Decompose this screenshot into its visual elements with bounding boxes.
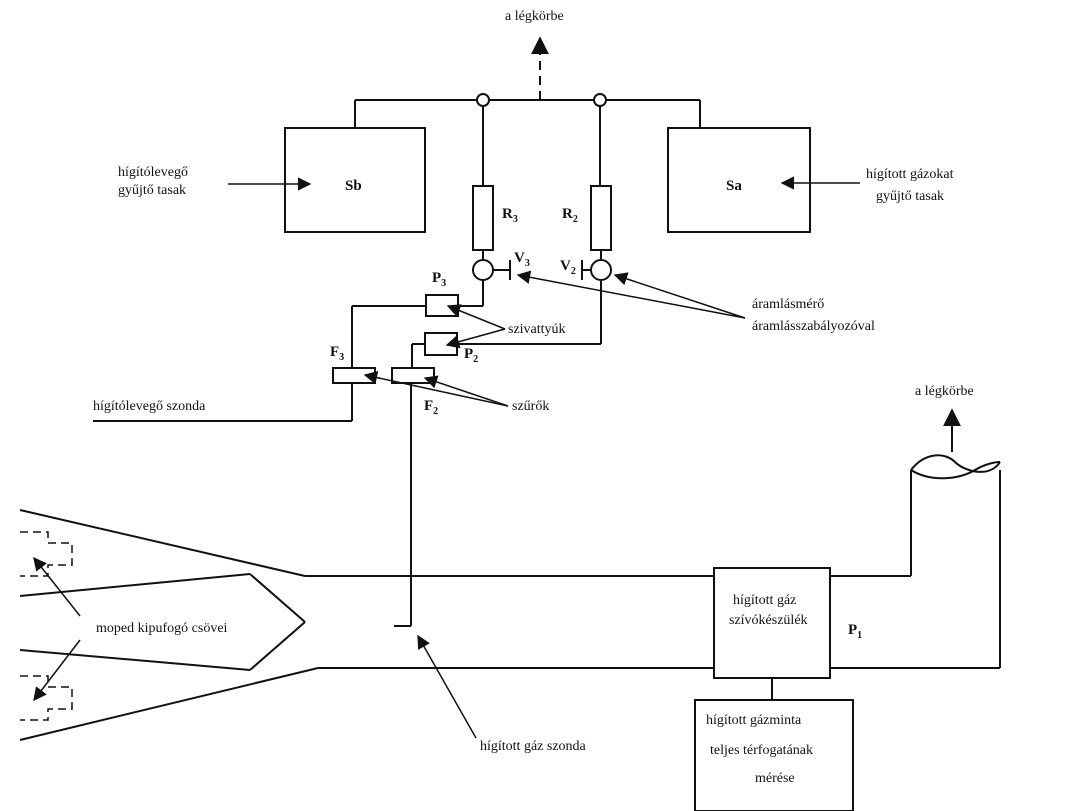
atmosphere-right-label: a légkörbe	[915, 384, 974, 399]
moped-pipes-label: moped kipufogó csövei	[96, 621, 228, 636]
v3-label: V3	[514, 250, 530, 269]
moped-arrow-lower	[33, 639, 81, 702]
moped-exhaust-pipes	[19, 531, 306, 721]
diluted-bag-label-line2: gyűjtő tasak	[876, 189, 944, 204]
flowmeter-arrow-v2	[613, 272, 746, 319]
volume-label-line3: mérése	[755, 771, 795, 786]
restrictor-r3	[472, 185, 494, 251]
dilution-bag-label-line2: gyűjtő tasak	[118, 183, 186, 198]
diluted-gas-probe-label: hígított gáz szonda	[480, 739, 587, 754]
f3-label: F3	[330, 344, 344, 363]
restrictor-r2	[590, 185, 612, 251]
volume-label-line1: hígított gázminta	[706, 713, 802, 728]
diluted-gas-probe-arrow	[417, 634, 477, 739]
flow-valve-v2	[590, 259, 612, 281]
suction-device-label-line2: szívókészülék	[729, 613, 808, 628]
right-branch	[391, 93, 612, 627]
filters-label: szűrők	[512, 399, 549, 414]
atmosphere-top-label: a légkörbe	[505, 9, 564, 24]
pump-p3	[425, 294, 459, 317]
top-manifold	[354, 36, 701, 128]
volume-label-line2: teljes térfogatának	[710, 743, 813, 758]
r3-label: R3	[502, 206, 518, 225]
suction-device-p1	[713, 567, 831, 679]
f2-label: F2	[424, 398, 438, 417]
dilution-bag-label-line1: hígítólevegő	[118, 165, 188, 180]
v2-label: V2	[560, 258, 576, 277]
p1-label: P1	[848, 622, 862, 641]
flowmeter-label-line1: áramlásmérő	[752, 297, 824, 312]
diluted-bag-label-line1: hígított gázokat	[866, 167, 954, 182]
filters-arrow-f2	[423, 375, 509, 407]
moped-arrow-upper	[33, 556, 81, 617]
pumps-label: szivattyúk	[508, 322, 566, 337]
volume-measurement-box	[694, 699, 854, 811]
left-branch	[93, 93, 511, 422]
bag-sb-label: Sb	[345, 178, 362, 194]
exhaust-stack	[910, 408, 1001, 668]
r2-label: R2	[562, 206, 578, 225]
p2-label: P2	[464, 346, 478, 365]
bag-sa-label: Sa	[726, 178, 742, 194]
dilution-tunnel	[19, 509, 1000, 741]
flowmeter-arrow-v3	[516, 270, 746, 319]
suction-device-label-line1: hígított gáz	[733, 593, 796, 608]
flow-valve-v3	[472, 259, 494, 281]
filter-f2	[391, 367, 435, 384]
junction-node-right	[593, 93, 607, 107]
p3-label: P3	[432, 270, 446, 289]
filters-arrow-f3	[363, 370, 509, 407]
pumps-arrow-p2	[445, 328, 506, 349]
flowmeter-label-line2: áramlásszabályozóval	[752, 319, 875, 334]
dilution-probe-label: hígítólevegő szonda	[93, 399, 206, 414]
pumps-arrow-p3	[446, 304, 506, 330]
junction-node-left	[476, 93, 490, 107]
